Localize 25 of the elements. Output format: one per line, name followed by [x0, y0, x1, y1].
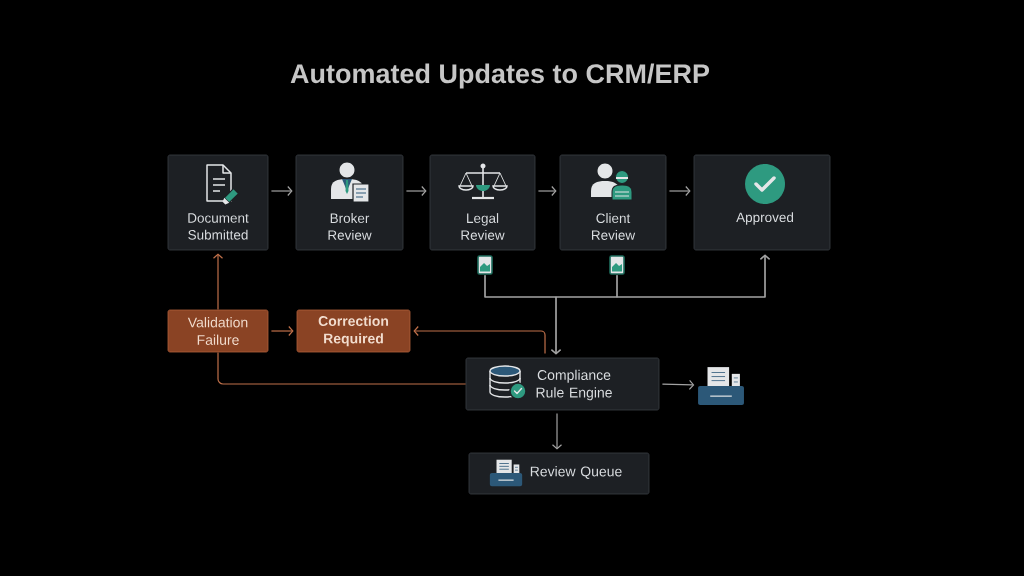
arrow [551, 412, 563, 450]
arrow [270, 325, 294, 337]
arrow [550, 274, 618, 355]
arrow [661, 379, 695, 390]
process-box: Broker Review [295, 154, 404, 251]
process-box: Client Review [559, 154, 667, 251]
connector-line [217, 351, 467, 385]
process-box: Legal Review [429, 154, 536, 251]
title: Automated Updates to CRM/ERP [290, 63, 710, 89]
error-box: Correction Required [296, 309, 411, 353]
arrow [616, 254, 771, 298]
arrow [405, 185, 427, 197]
arrow [212, 253, 224, 311]
error-box: Validation Failure [167, 309, 269, 353]
process-box: Approved [693, 154, 831, 251]
arrow [413, 325, 546, 355]
process-box: Review Queue [468, 452, 650, 495]
printer-icon [698, 367, 744, 405]
arrow [537, 185, 557, 197]
image-icon [609, 255, 625, 275]
arrow [270, 185, 293, 197]
process-box: Compliance Rule Engine [465, 357, 660, 411]
arrow [668, 185, 691, 197]
image-icon [477, 255, 493, 275]
process-box: Document Submitted [167, 154, 269, 251]
